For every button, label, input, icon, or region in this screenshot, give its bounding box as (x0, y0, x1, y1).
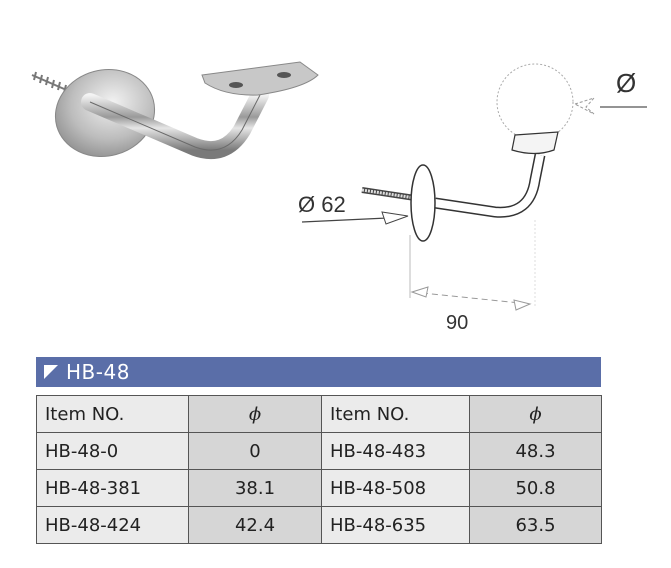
diameter-cell: 50.8 (469, 469, 602, 507)
item-no-cell: HB-48-635 (321, 506, 470, 544)
header-item-no: Item NO. (36, 395, 189, 433)
header-item-no: Item NO. (321, 395, 470, 433)
header-diameter: ϕ (469, 395, 602, 433)
diameter-cell: 0 (188, 432, 322, 470)
table-title: HB-48 (66, 360, 130, 384)
handrail-bracket-drawing-icon (301, 63, 647, 311)
diameter-cell: 48.3 (469, 432, 602, 470)
table-row: HB-48-0 0 HB-48-483 48.3 (36, 432, 602, 470)
corner-triangle-icon (44, 365, 58, 379)
diameter-cell: 38.1 (188, 469, 322, 507)
diameter-cell: 63.5 (469, 506, 602, 544)
handrail-bracket-photo-icon (31, 61, 319, 160)
item-no-cell: HB-48-483 (321, 432, 470, 470)
projection-label: 90 (446, 312, 469, 334)
item-no-cell: HB-48-424 (36, 506, 189, 544)
item-no-cell: HB-48-0 (36, 432, 189, 470)
table-header-row: Item NO. ϕ Item NO. ϕ (36, 395, 602, 433)
table-row: HB-48-381 38.1 HB-48-508 50.8 (36, 469, 602, 507)
item-no-cell: HB-48-508 (321, 469, 470, 507)
diameter-cell: 42.4 (188, 506, 322, 544)
table-title-bar: HB-48 (36, 357, 601, 387)
item-no-cell: HB-48-381 (36, 469, 189, 507)
table-row: HB-48-424 42.4 HB-48-635 63.5 (36, 506, 602, 544)
product-photo (20, 50, 340, 230)
header-diameter: ϕ (188, 395, 322, 433)
technical-drawing: Ø 62 Ø 90 (290, 40, 660, 340)
spec-table: Item NO. ϕ Item NO. ϕ HB-48-0 0 HB-48-48… (36, 395, 602, 544)
rail-diameter-label: Ø (616, 68, 637, 98)
base-diameter-label: Ø 62 (298, 192, 346, 217)
